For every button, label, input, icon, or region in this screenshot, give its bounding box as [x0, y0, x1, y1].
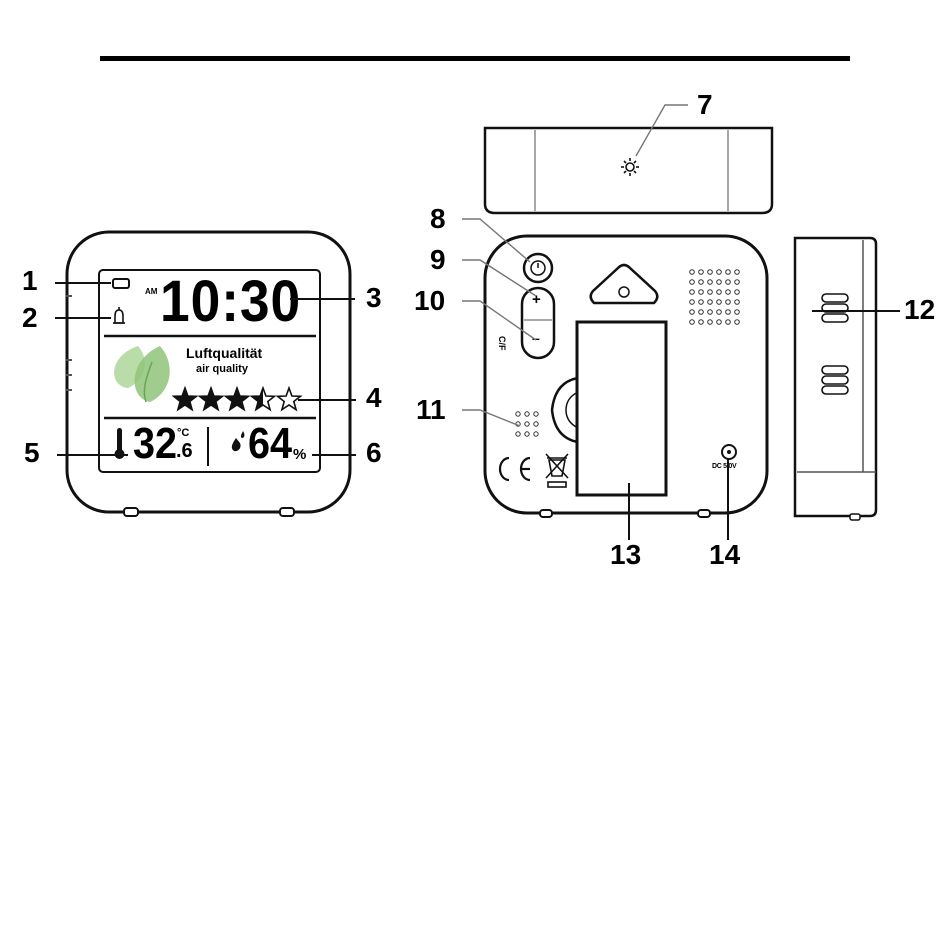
- callout-6: 6: [366, 439, 382, 467]
- callout-1: 1: [22, 267, 38, 295]
- callout-13: 13: [610, 541, 641, 569]
- callout-4: 4: [366, 384, 382, 412]
- callout-7: 7: [697, 91, 713, 119]
- callout-11: 11: [416, 396, 446, 424]
- callout-10: 10: [414, 287, 445, 315]
- callout-2: 2: [22, 304, 38, 332]
- callout-14: 14: [709, 541, 740, 569]
- callout-9: 9: [430, 246, 446, 274]
- callout-5: 5: [24, 439, 40, 467]
- callout-8: 8: [430, 205, 446, 233]
- callout-3: 3: [366, 284, 382, 312]
- callout-12: 12: [904, 296, 935, 324]
